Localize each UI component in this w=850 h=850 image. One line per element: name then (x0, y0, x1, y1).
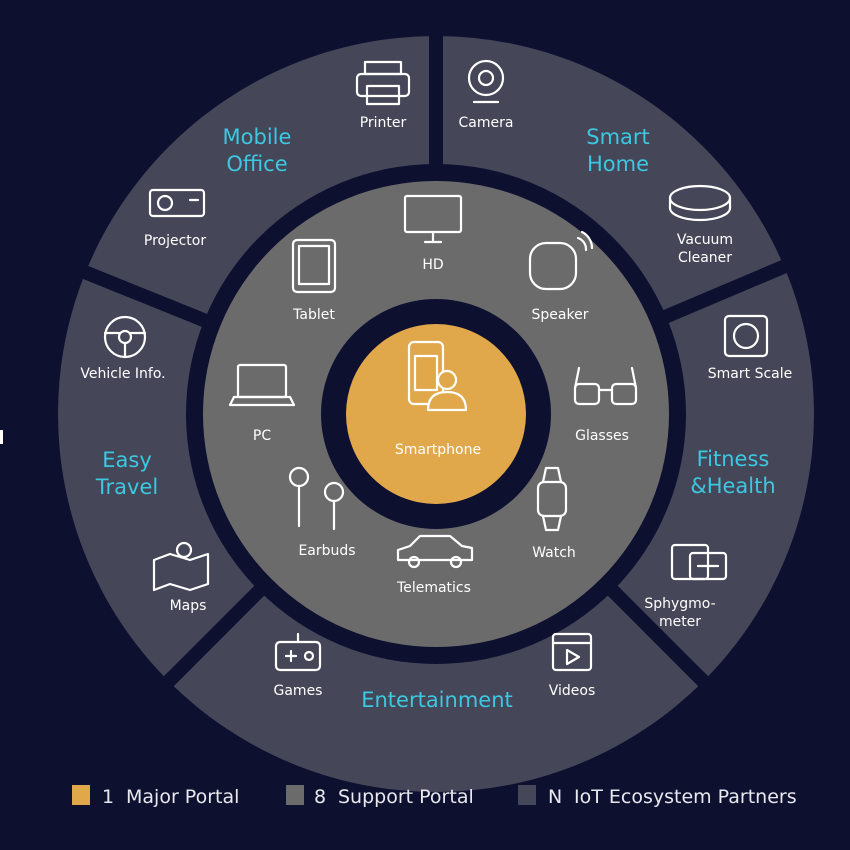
tablet-icon (291, 238, 337, 294)
segment-title: Travel (95, 475, 158, 499)
watch-icon (536, 466, 568, 532)
car-icon (396, 534, 474, 569)
speaker-icon (528, 230, 594, 291)
segment-title: Office (226, 152, 287, 176)
legend-label: IoT Ecosystem Partners (574, 786, 797, 808)
edge-mark (0, 430, 3, 444)
item-label: Printer (360, 115, 407, 131)
item-label: Videos (549, 683, 596, 699)
major-portal-circle (346, 324, 526, 504)
support-label: Earbuds (298, 543, 355, 559)
item-label: meter (659, 614, 701, 630)
item-label: Games (274, 683, 323, 699)
video-icon (551, 632, 593, 672)
projector-icon (148, 188, 206, 218)
gamepad-icon (274, 632, 322, 672)
center-label: Smartphone (395, 442, 481, 458)
smartphone-user-icon (407, 340, 468, 412)
steering-wheel-icon (103, 315, 147, 359)
legend-swatch-support (286, 785, 304, 805)
legend-swatch-major (72, 785, 90, 805)
map-icon (152, 541, 210, 592)
earbuds-icon (288, 466, 345, 531)
vacuum-icon (668, 184, 732, 222)
legend: 1 Major Portal 8 Support Portal N IoT Ec… (72, 785, 797, 808)
glasses-icon (573, 366, 638, 406)
legend-swatch-partners (518, 785, 536, 805)
support-label: Tablet (292, 307, 335, 323)
item-label: Vacuum (677, 232, 733, 248)
segment-title: Home (587, 152, 649, 176)
camera-icon (467, 59, 505, 104)
item-label: Vehicle Info. (80, 366, 165, 382)
item-label: Smart Scale (708, 366, 792, 382)
support-label: HD (422, 257, 443, 273)
item-label: Sphygmo- (644, 596, 715, 612)
item-label: Camera (459, 115, 514, 131)
sphygmomanometer-icon (670, 543, 728, 581)
legend-label: Major Portal (126, 786, 239, 808)
item-label: Maps (170, 598, 207, 614)
laptop-icon (228, 363, 296, 407)
item-label: Projector (144, 233, 206, 249)
segment-title: Fitness (697, 447, 770, 471)
support-label: Speaker (532, 307, 589, 323)
segment-title: Entertainment (361, 688, 513, 712)
scale-icon (723, 314, 769, 358)
support-label: Telematics (396, 580, 471, 596)
legend-count: 8 (314, 786, 326, 808)
monitor-icon (403, 194, 463, 244)
legend-count: 1 (102, 786, 114, 808)
segment-title: &Health (690, 474, 775, 498)
support-label: PC (253, 428, 271, 444)
printer-icon (355, 60, 411, 106)
segment-title: Smart (586, 125, 650, 149)
segment-title: Mobile (223, 125, 292, 149)
support-label: Watch (532, 545, 576, 561)
legend-label: Support Portal (338, 786, 474, 808)
legend-count: N (548, 786, 562, 808)
segment-title: Easy (102, 448, 152, 472)
support-label: Glasses (575, 428, 629, 444)
item-label: Cleaner (678, 250, 732, 266)
